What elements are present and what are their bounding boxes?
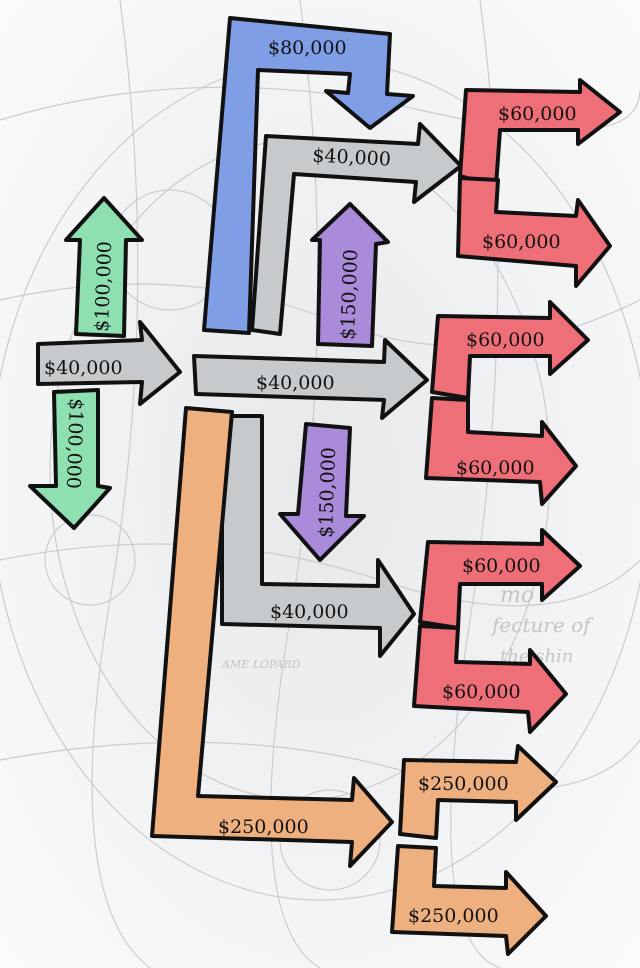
gray-arrow-bottom-label: $40,000 — [270, 601, 349, 623]
red-arrow-6-shape — [412, 624, 568, 734]
red-arrow-2-shape — [456, 176, 612, 288]
purple-arrow-up-shape — [310, 202, 390, 348]
red-arrow-3-shape — [430, 300, 590, 400]
green-arrow-down-label: $100,000 — [62, 398, 87, 489]
orange-arrow-2-shape — [390, 844, 548, 956]
gray-arrow-mid: $40,000 — [192, 338, 429, 420]
gray-arrow-top-label: $40,000 — [312, 145, 392, 171]
orange-arrow-1-shape — [398, 744, 558, 840]
green-arrow-up-shape — [64, 196, 144, 338]
red-arrow-5: $60,000 — [418, 528, 582, 630]
gray-arrow-input: $40,000 — [36, 320, 182, 406]
blue-arrow-label: $80,000 — [268, 37, 347, 59]
orange-arrow-main-shape — [150, 406, 394, 868]
orange-arrow-1: $250,000 — [398, 744, 558, 840]
bg-text-2: fecture of — [490, 613, 594, 637]
gray-arrow-input-shape — [36, 320, 182, 406]
red-arrow-6: $60,000 — [412, 624, 568, 734]
gray-arrow-input-label: $40,000 — [44, 357, 123, 379]
red-arrow-2: $60,000 — [456, 176, 612, 288]
red-arrow-4-shape — [424, 396, 578, 506]
gray-arrow-bottom-shape — [220, 414, 416, 658]
orange-arrow-2: $250,000 — [390, 844, 548, 956]
gray-arrow-mid-label: $40,000 — [256, 372, 335, 394]
orange-arrow-1-label: $250,000 — [418, 773, 509, 795]
red-arrow-3-label: $60,000 — [466, 329, 545, 351]
purple-arrow-down-label: $150,000 — [315, 447, 340, 538]
blue-arrow-shape — [202, 16, 415, 335]
purple-arrow-up-label: $150,000 — [337, 249, 362, 340]
orange-arrow-2-label: $250,000 — [408, 905, 499, 927]
purple-arrow-up: $150,000 — [310, 202, 390, 348]
red-arrow-6-label: $60,000 — [442, 681, 521, 703]
orange-arrow-main-label: $250,000 — [218, 816, 309, 838]
red-arrow-1-label: $60,000 — [498, 103, 577, 125]
purple-arrow-down-shape — [278, 422, 366, 562]
gray-arrow-top-shape — [250, 122, 463, 336]
gray-arrow-bottom: $40,000 — [220, 414, 416, 658]
red-arrow-2-label: $60,000 — [482, 231, 561, 253]
red-arrow-4: $60,000 — [424, 396, 578, 506]
green-arrow-down-shape — [28, 388, 112, 530]
red-arrow-5-label: $60,000 — [462, 555, 541, 577]
gray-arrow-top: $40,000 — [250, 122, 463, 336]
gray-arrow-mid-shape — [192, 338, 429, 420]
bg-text-1: mo — [500, 583, 534, 608]
red-arrow-3: $60,000 — [430, 300, 590, 400]
green-arrow-up: $100,000 — [64, 196, 144, 338]
green-arrow-down: $100,000 — [28, 388, 112, 530]
orange-arrow-main: $250,000 — [150, 406, 394, 868]
red-arrow-4-label: $60,000 — [456, 457, 535, 479]
green-arrow-up-label: $100,000 — [91, 241, 116, 332]
purple-arrow-down: $150,000 — [278, 422, 366, 562]
bg-text-4: AME LOPARD — [221, 658, 301, 671]
blue-arrow: $80,000 — [202, 16, 415, 335]
